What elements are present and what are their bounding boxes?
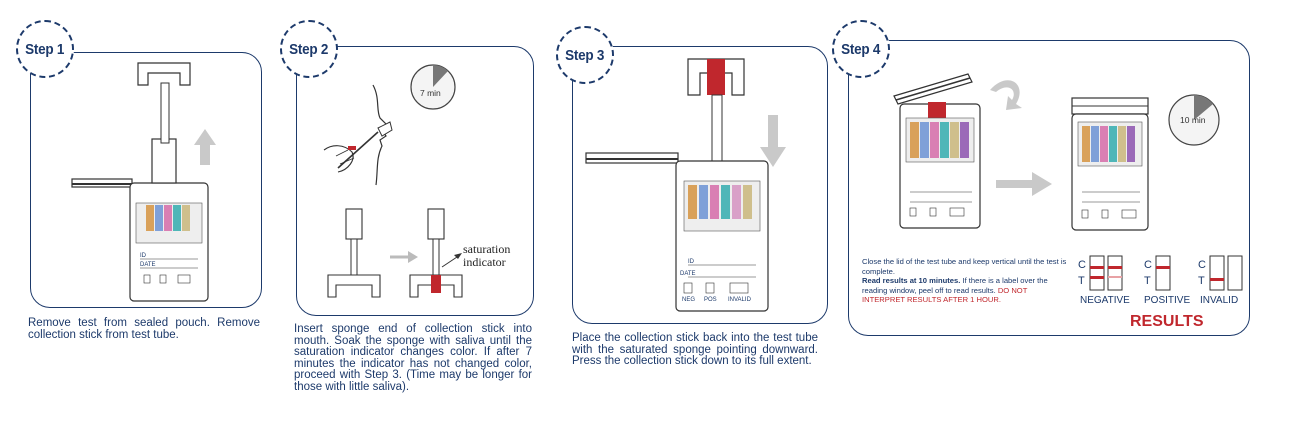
step1-id-label: ID: [140, 253, 147, 259]
step3-strips: [688, 185, 752, 219]
results-title: RESULTS: [1130, 313, 1204, 330]
step3-date-label: DATE: [680, 271, 696, 277]
inv-t-label: T: [1198, 275, 1205, 287]
neg-t-label: T: [1078, 275, 1085, 287]
step4-badge-label: Step 4: [841, 40, 881, 58]
step4-text-warning: DO NOT INTERPRET RESULTS AFTER 1 HOUR.: [862, 285, 1028, 305]
pos-c-label: C: [1144, 259, 1152, 271]
step3-id-label: ID: [688, 259, 695, 265]
step2-annotation: saturation indicator: [463, 242, 511, 269]
step1-caption: Remove test from sealed pouch. Remove co…: [28, 317, 260, 341]
pos-t-label: T: [1144, 275, 1151, 287]
step3-badge: Step 3: [556, 26, 614, 84]
step3-pos-label: POS: [704, 297, 717, 303]
step4-results-windows: C T C T C T: [1078, 255, 1243, 291]
step4-closed-illustration: [1071, 97, 1149, 231]
step3-invalid-label: INVALID: [728, 297, 752, 303]
step2-timer-icon: [410, 64, 456, 110]
step4-right-arrow: [996, 172, 1052, 196]
step3-illustration: ID DATE NEG POS INVALID: [585, 58, 786, 312]
inv-c-label: C: [1198, 259, 1206, 271]
step4-text-bold: Read results at 10 minutes.: [862, 276, 961, 286]
step2-badge: Step 2: [280, 20, 338, 78]
step4-text-part2: If there is a label over the reading win…: [862, 276, 1048, 295]
step4-timer-label: 10 min: [1180, 115, 1206, 125]
step1-strips: [146, 205, 190, 231]
result-label-invalid: INVALID: [1200, 295, 1239, 306]
step2-caption: Insert sponge end of collection stick in…: [294, 323, 532, 393]
step4-timer-icon: [1168, 94, 1220, 146]
step2-timer-label: 7 min: [420, 88, 441, 98]
neg-c-label: C: [1078, 259, 1086, 271]
step2-badge-label: Step 2: [289, 40, 329, 58]
step2-mouth-illustration: [323, 84, 393, 186]
step1-date-label: DATE: [140, 262, 156, 268]
step1-badge-label: Step 1: [25, 40, 65, 58]
step1-badge: Step 1: [16, 20, 74, 78]
step2-indicator-illustration: [327, 208, 463, 298]
step1-illustration: ID DATE: [71, 62, 216, 302]
step4-closing-illustration: [893, 73, 1022, 229]
step4-instructions: Close the lid of the test tube and keep …: [862, 257, 1070, 305]
step3-caption: Place the collection stick back into the…: [572, 332, 818, 367]
step4-badge: Step 4: [832, 20, 890, 78]
step4-text-part1: Close the lid of the test tube and keep …: [862, 257, 1067, 276]
result-label-positive: POSITIVE: [1144, 295, 1191, 306]
step3-badge-label: Step 3: [565, 46, 605, 64]
step3-neg-label: NEG: [682, 297, 695, 303]
result-label-negative: NEGATIVE: [1080, 295, 1130, 306]
